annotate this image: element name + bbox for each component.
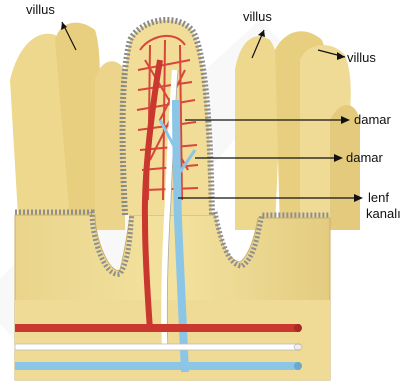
label-villus-right: villus [347,50,376,65]
label-lenf-line1: lenf [368,190,389,205]
label-villus-mid: villus [243,9,272,24]
label-lenf-line2: kanalı [366,206,401,221]
label-damar-2: damar [346,150,384,165]
submucosa-vessels [15,324,302,370]
label-damar-1: damar [354,112,392,127]
label-villus-left: villus [26,2,55,17]
